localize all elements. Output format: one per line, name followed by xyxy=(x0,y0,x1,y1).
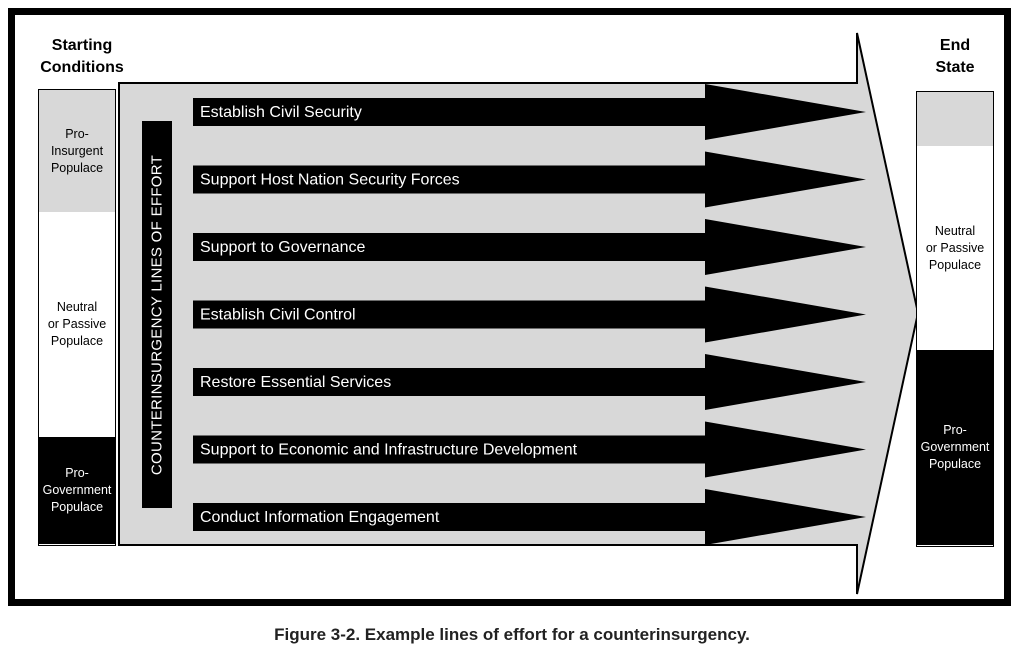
line-of-effort-arrow-shape xyxy=(193,84,866,140)
vertical-label-text: COUNTERINSURGENCY LINES OF EFFORT xyxy=(148,154,166,475)
line-of-effort-arrow: Conduct Information Engagement xyxy=(193,489,866,545)
line-of-effort-arrow-shape xyxy=(193,219,866,275)
end-segment-grey xyxy=(917,92,993,146)
end-state-title: End State xyxy=(935,37,975,76)
line-of-effort-arrow: Establish Civil Control xyxy=(193,286,866,343)
line-of-effort-label: Conduct Information Engagement xyxy=(200,509,440,526)
line-of-effort-arrow-shape xyxy=(193,421,866,478)
end-segment-neutral: Neutral or Passive Populace xyxy=(917,146,993,350)
line-of-effort-label: Support to Governance xyxy=(200,239,366,256)
line-of-effort-arrow: Support Host Nation Security Forces xyxy=(193,151,866,208)
line-of-effort-label: Establish Civil Security xyxy=(200,104,362,121)
starting-conditions-bar: Pro- Insurgent Populace Neutral or Passi… xyxy=(38,89,116,546)
start-segment-pro-government: Pro- Government Populace xyxy=(39,437,115,544)
lines-of-effort-vertical-label: COUNTERINSURGENCY LINES OF EFFORT xyxy=(142,121,172,508)
line-of-effort-arrow: Establish Civil Security xyxy=(193,84,866,140)
line-of-effort-label: Support to Economic and Infrastructure D… xyxy=(200,442,578,459)
line-of-effort-arrow-shape xyxy=(193,286,866,343)
end-segment-pro-government: Pro- Government Populace xyxy=(917,350,993,545)
line-of-effort-arrow-shape xyxy=(193,489,866,545)
start-segment-pro-insurgent: Pro- Insurgent Populace xyxy=(39,90,115,212)
start-segment-neutral: Neutral or Passive Populace xyxy=(39,212,115,437)
line-of-effort-arrow: Support to Economic and Infrastructure D… xyxy=(193,421,866,478)
line-of-effort-label: Support Host Nation Security Forces xyxy=(200,172,460,189)
figure-caption: Figure 3-2. Example lines of effort for … xyxy=(274,625,750,644)
line-of-effort-label: Establish Civil Control xyxy=(200,307,356,324)
line-of-effort-arrow: Restore Essential Services xyxy=(193,354,866,410)
line-of-effort-arrow: Support to Governance xyxy=(193,219,866,275)
starting-conditions-title: Starting Conditions xyxy=(40,37,124,76)
end-state-bar: Neutral or Passive Populace Pro- Governm… xyxy=(916,91,994,547)
line-of-effort-arrow-shape xyxy=(193,354,866,410)
line-of-effort-arrow-shape xyxy=(193,151,866,208)
line-of-effort-label: Restore Essential Services xyxy=(200,374,391,391)
